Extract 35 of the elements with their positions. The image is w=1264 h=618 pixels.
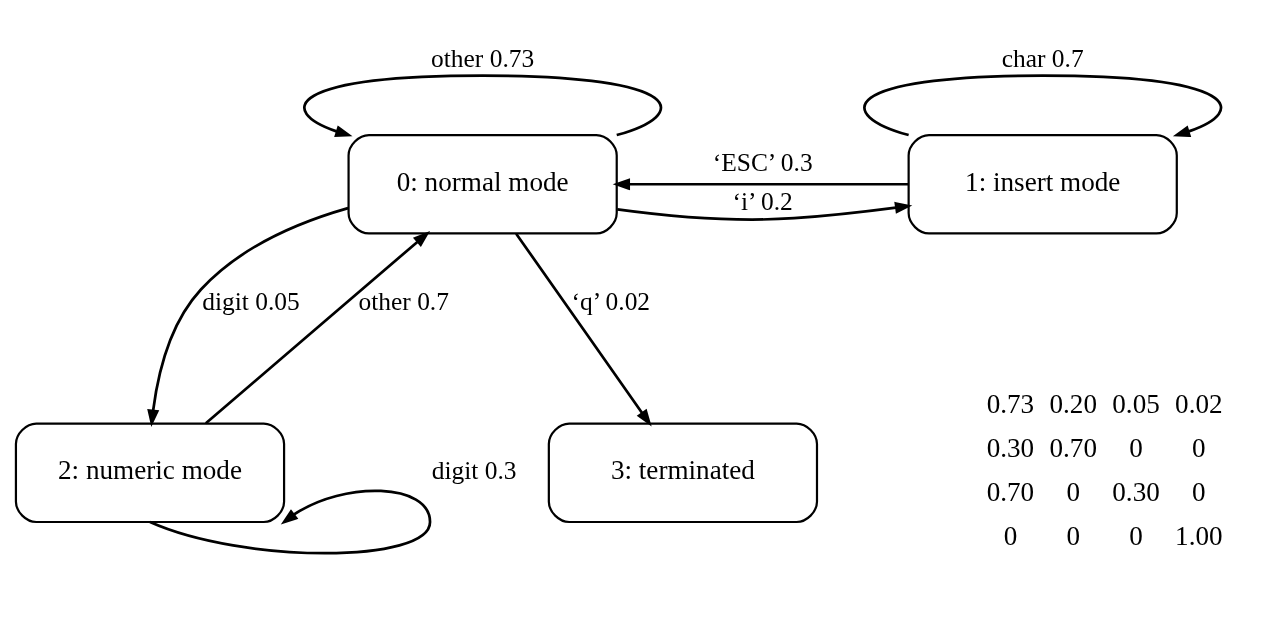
label: 0.05 — [1112, 389, 1160, 420]
label: 0.30 — [986, 433, 1035, 464]
label: 1.00 — [1175, 521, 1223, 552]
edge-label: digit 0.3 — [431, 455, 517, 485]
label: 0 — [1066, 477, 1081, 508]
label: 0 — [1129, 433, 1143, 464]
label: 0.73 — [986, 389, 1035, 420]
label: 0.20 — [1049, 389, 1097, 420]
label: 0.70 — [986, 477, 1035, 508]
edge-label: other 0.73 — [431, 44, 535, 74]
label: 0 — [1192, 477, 1206, 508]
arrow — [204, 231, 431, 425]
edge-label: ‘i’ 0.2 — [732, 186, 793, 216]
arrow — [863, 74, 1222, 137]
edge-label: ‘q’ 0.02 — [571, 286, 651, 316]
edge-label: other 0.7 — [358, 286, 449, 316]
arrow — [612, 178, 909, 191]
edge-label: digit 0.05 — [202, 286, 300, 316]
label: 0.02 — [1175, 389, 1223, 420]
label: 0.70 — [1049, 433, 1097, 464]
node-box: 3: terminated — [547, 422, 819, 524]
node-box: 0: normal mode — [347, 133, 618, 235]
label: 0 — [1129, 521, 1143, 552]
label: 0 — [1003, 521, 1018, 552]
node-box: 2: numeric mode — [14, 422, 286, 524]
label: 0 — [1192, 433, 1206, 464]
arrow — [617, 201, 913, 221]
label: 0.30 — [1112, 477, 1160, 508]
edge-label: ‘ESC’ 0.3 — [712, 147, 813, 177]
node-box: 1: insert mode — [907, 133, 1178, 235]
edge-label: char 0.7 — [1001, 44, 1084, 74]
arrow — [303, 74, 662, 137]
arrow — [147, 206, 349, 427]
arrow — [515, 232, 652, 427]
label: 0 — [1066, 521, 1081, 552]
